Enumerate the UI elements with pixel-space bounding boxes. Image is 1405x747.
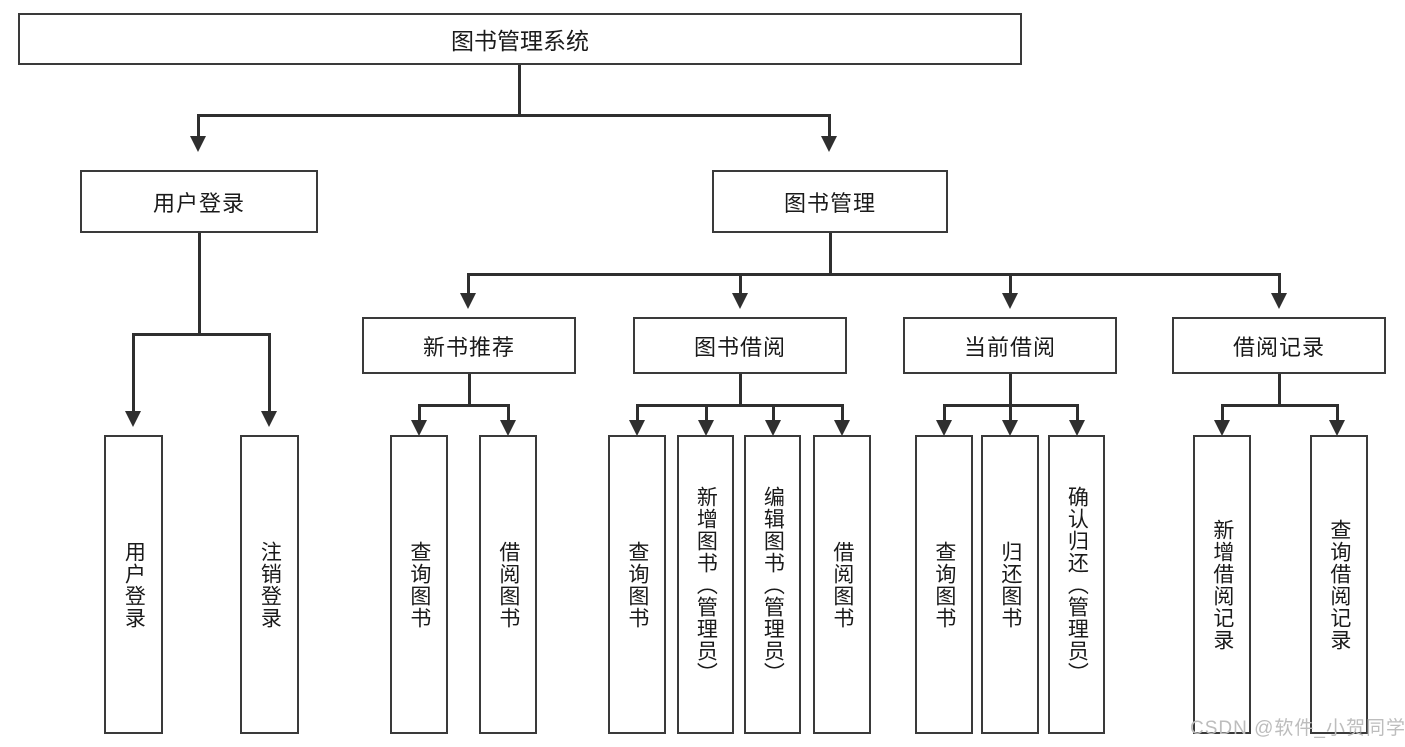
node-label: 查询图书	[407, 540, 431, 629]
arrow-borrowrecord-leaf2	[1329, 420, 1345, 436]
edge-bookborrow-down	[739, 374, 742, 406]
node-label: 图书借阅	[693, 334, 786, 360]
edge-userlogin-down	[198, 233, 201, 335]
node-label: 查询图书	[625, 540, 649, 629]
edge-currentborrow-leaf3	[1076, 404, 1079, 422]
node-book-borrow[interactable]: 图书借阅	[633, 317, 847, 374]
node-label: 用户登录	[152, 190, 245, 216]
edge-bookborrow-leaf1	[636, 404, 639, 422]
node-label: 图书管理	[783, 190, 876, 216]
arrow-to-user-login	[190, 136, 206, 152]
edge-newbook-leaf1	[418, 404, 421, 422]
node-label: 查询借阅记录	[1327, 518, 1351, 651]
node-label: 确认归还（管理员）	[1065, 485, 1089, 684]
node-label: 编辑图书（管理员）	[761, 485, 785, 684]
edge-level1-bar	[197, 114, 831, 117]
node-label: 当前借阅	[963, 334, 1056, 360]
arrow-to-new-book	[460, 293, 476, 309]
leaf-record-add-record[interactable]: 新增借阅记录	[1193, 435, 1251, 734]
arrow-to-current-borrow	[1002, 293, 1018, 309]
edge-bookborrow-leaf4	[841, 404, 844, 422]
arrow-userlogin-leaf2	[261, 411, 277, 427]
node-label: 借阅图书	[830, 540, 854, 629]
arrow-to-borrow-record	[1271, 293, 1287, 309]
leaf-borrow-edit-book-admin[interactable]: 编辑图书（管理员）	[744, 435, 801, 734]
arrow-to-book-manage	[821, 136, 837, 152]
edge-to-user-login	[197, 114, 200, 138]
leaf-logout[interactable]: 注销登录	[240, 435, 299, 734]
edge-level2-bar	[467, 273, 1280, 276]
arrow-currentborrow-leaf1	[936, 420, 952, 436]
node-new-book-recommend[interactable]: 新书推荐	[362, 317, 576, 374]
edge-newbook-down	[468, 374, 471, 406]
arrow-currentborrow-leaf2	[1002, 420, 1018, 436]
edge-borrowrecord-leaf1	[1221, 404, 1224, 422]
edge-newbook-bar	[418, 404, 510, 407]
leaf-newbook-query-book[interactable]: 查询图书	[390, 435, 448, 734]
node-label: 用户登录	[122, 540, 146, 629]
node-book-management[interactable]: 图书管理	[712, 170, 948, 233]
arrow-userlogin-leaf1	[125, 411, 141, 427]
edge-bookmanage-down	[829, 233, 832, 275]
edge-userlogin-leaf1	[132, 333, 135, 413]
edge-borrowrecord-leaf2	[1336, 404, 1339, 422]
arrow-bookborrow-leaf4	[834, 420, 850, 436]
leaf-current-confirm-return-admin[interactable]: 确认归还（管理员）	[1048, 435, 1105, 734]
leaf-newbook-borrow-book[interactable]: 借阅图书	[479, 435, 537, 734]
edge-currentborrow-leaf1	[943, 404, 946, 422]
leaf-borrow-query-book[interactable]: 查询图书	[608, 435, 666, 734]
arrow-bookborrow-leaf3	[765, 420, 781, 436]
node-label: 图书管理系统	[451, 28, 589, 54]
leaf-current-return-book[interactable]: 归还图书	[981, 435, 1039, 734]
node-label: 查询图书	[932, 540, 956, 629]
edge-bookborrow-leaf2	[705, 404, 708, 422]
node-current-borrow[interactable]: 当前借阅	[903, 317, 1117, 374]
edge-to-book-manage	[828, 114, 831, 138]
edge-currentborrow-leaf2	[1009, 404, 1012, 422]
edge-borrowrecord-down	[1278, 374, 1281, 406]
node-label: 借阅记录	[1232, 334, 1325, 360]
edge-to-new-book	[467, 273, 470, 295]
arrow-currentborrow-leaf3	[1069, 420, 1085, 436]
leaf-borrow-borrow-book[interactable]: 借阅图书	[813, 435, 871, 734]
edge-userlogin-bar	[132, 333, 270, 336]
node-label: 新增借阅记录	[1210, 518, 1234, 651]
node-label: 注销登录	[258, 540, 282, 629]
edge-borrowrecord-bar	[1221, 404, 1339, 407]
edge-root-down	[518, 65, 521, 116]
node-borrow-record[interactable]: 借阅记录	[1172, 317, 1386, 374]
arrow-bookborrow-leaf1	[629, 420, 645, 436]
arrow-newbook-leaf2	[500, 420, 516, 436]
leaf-borrow-add-book-admin[interactable]: 新增图书（管理员）	[677, 435, 734, 734]
arrow-borrowrecord-leaf1	[1214, 420, 1230, 436]
edge-bookborrow-leaf3	[772, 404, 775, 422]
node-label: 新增图书（管理员）	[694, 485, 718, 684]
edge-currentborrow-down	[1009, 374, 1012, 406]
arrow-to-book-borrow	[732, 293, 748, 309]
arrow-newbook-leaf1	[411, 420, 427, 436]
node-user-login[interactable]: 用户登录	[80, 170, 318, 233]
edge-userlogin-leaf2	[268, 333, 271, 413]
leaf-user-login[interactable]: 用户登录	[104, 435, 163, 734]
edge-to-book-borrow	[739, 273, 742, 295]
edge-to-borrow-record	[1278, 273, 1281, 295]
node-root-system[interactable]: 图书管理系统	[18, 13, 1022, 65]
node-label: 新书推荐	[422, 334, 515, 360]
leaf-record-query-record[interactable]: 查询借阅记录	[1310, 435, 1368, 734]
edge-to-current-borrow	[1009, 273, 1012, 295]
edge-newbook-leaf2	[507, 404, 510, 422]
leaf-current-query-book[interactable]: 查询图书	[915, 435, 973, 734]
arrow-bookborrow-leaf2	[698, 420, 714, 436]
node-label: 借阅图书	[496, 540, 520, 629]
node-label: 归还图书	[998, 540, 1022, 629]
edge-bookborrow-bar	[636, 404, 844, 407]
